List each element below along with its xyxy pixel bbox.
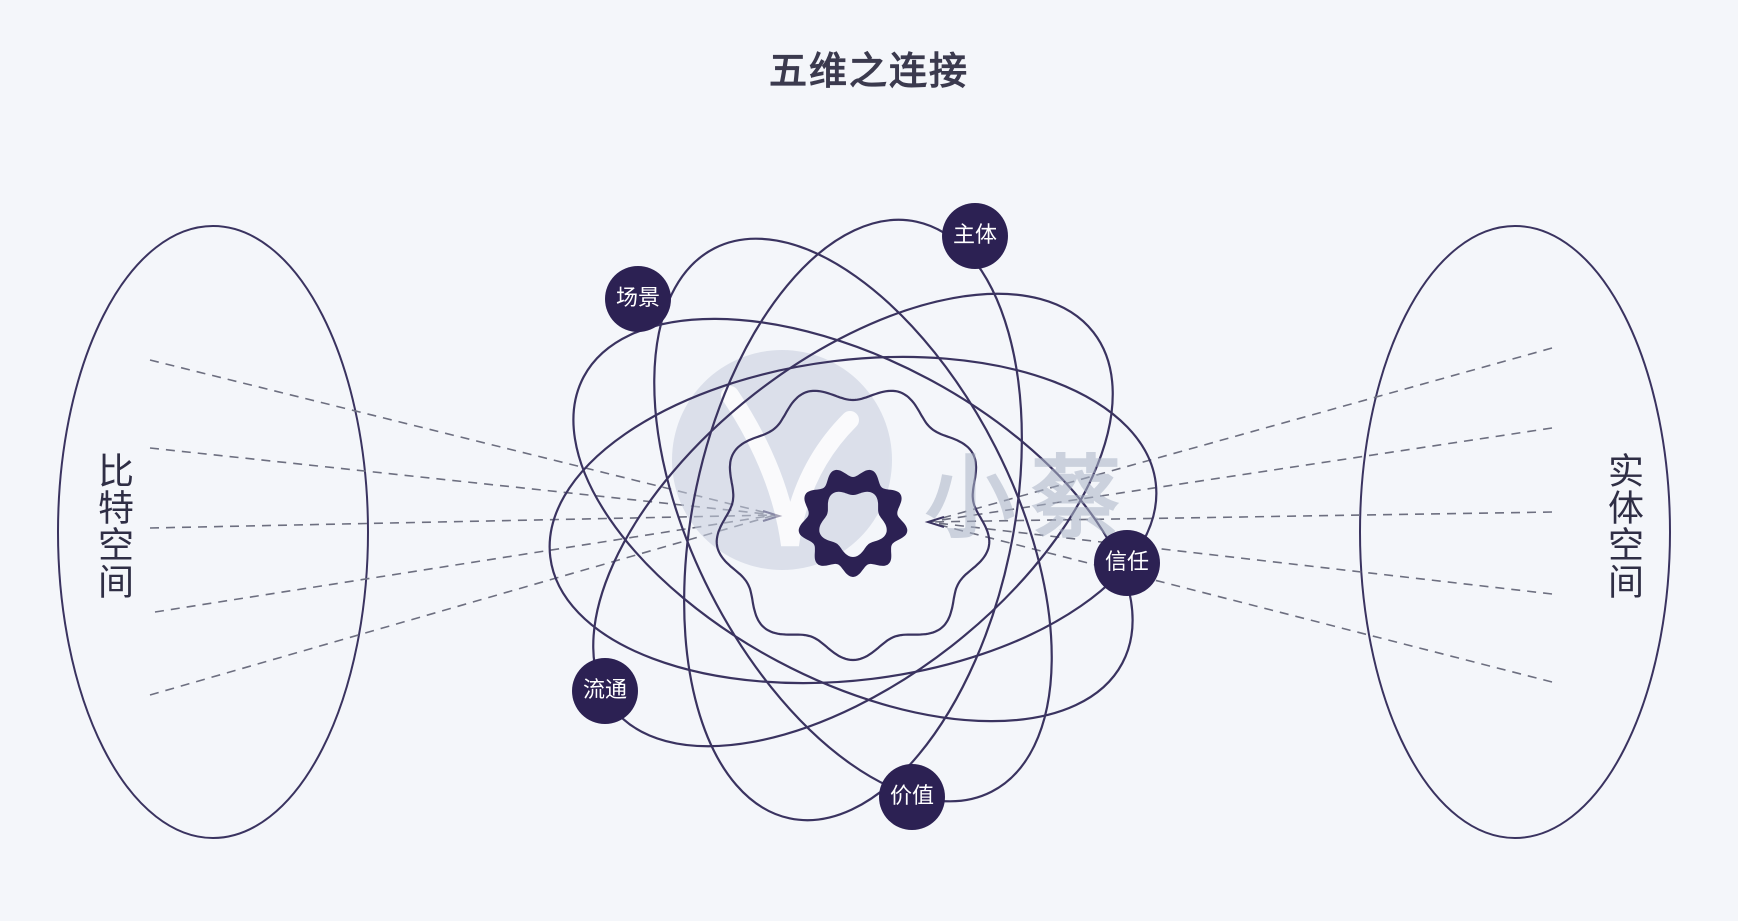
right-space-ellipse (1359, 225, 1671, 839)
right-arrowhead (924, 516, 945, 528)
node-circulation: 流通 (572, 658, 638, 724)
center-gear-ring (798, 469, 908, 577)
left-space-ellipse (57, 225, 369, 839)
node-scene: 场景 (605, 266, 671, 332)
node-value: 价值 (879, 764, 945, 830)
right-space-label: 实体空间 (1602, 452, 1643, 600)
watermark-text: 小蔡 (925, 446, 1137, 551)
node-trust: 信任 (1094, 530, 1160, 596)
orbit-ellipses (548, 218, 1158, 822)
watermark-emblem (672, 350, 892, 570)
right-dashed-rays (927, 347, 1553, 683)
wavy-ring (715, 389, 991, 662)
node-subject: 主体 (942, 203, 1008, 269)
left-space-label: 比特空间 (92, 452, 133, 600)
diagram-title: 五维之连接 (768, 49, 969, 93)
